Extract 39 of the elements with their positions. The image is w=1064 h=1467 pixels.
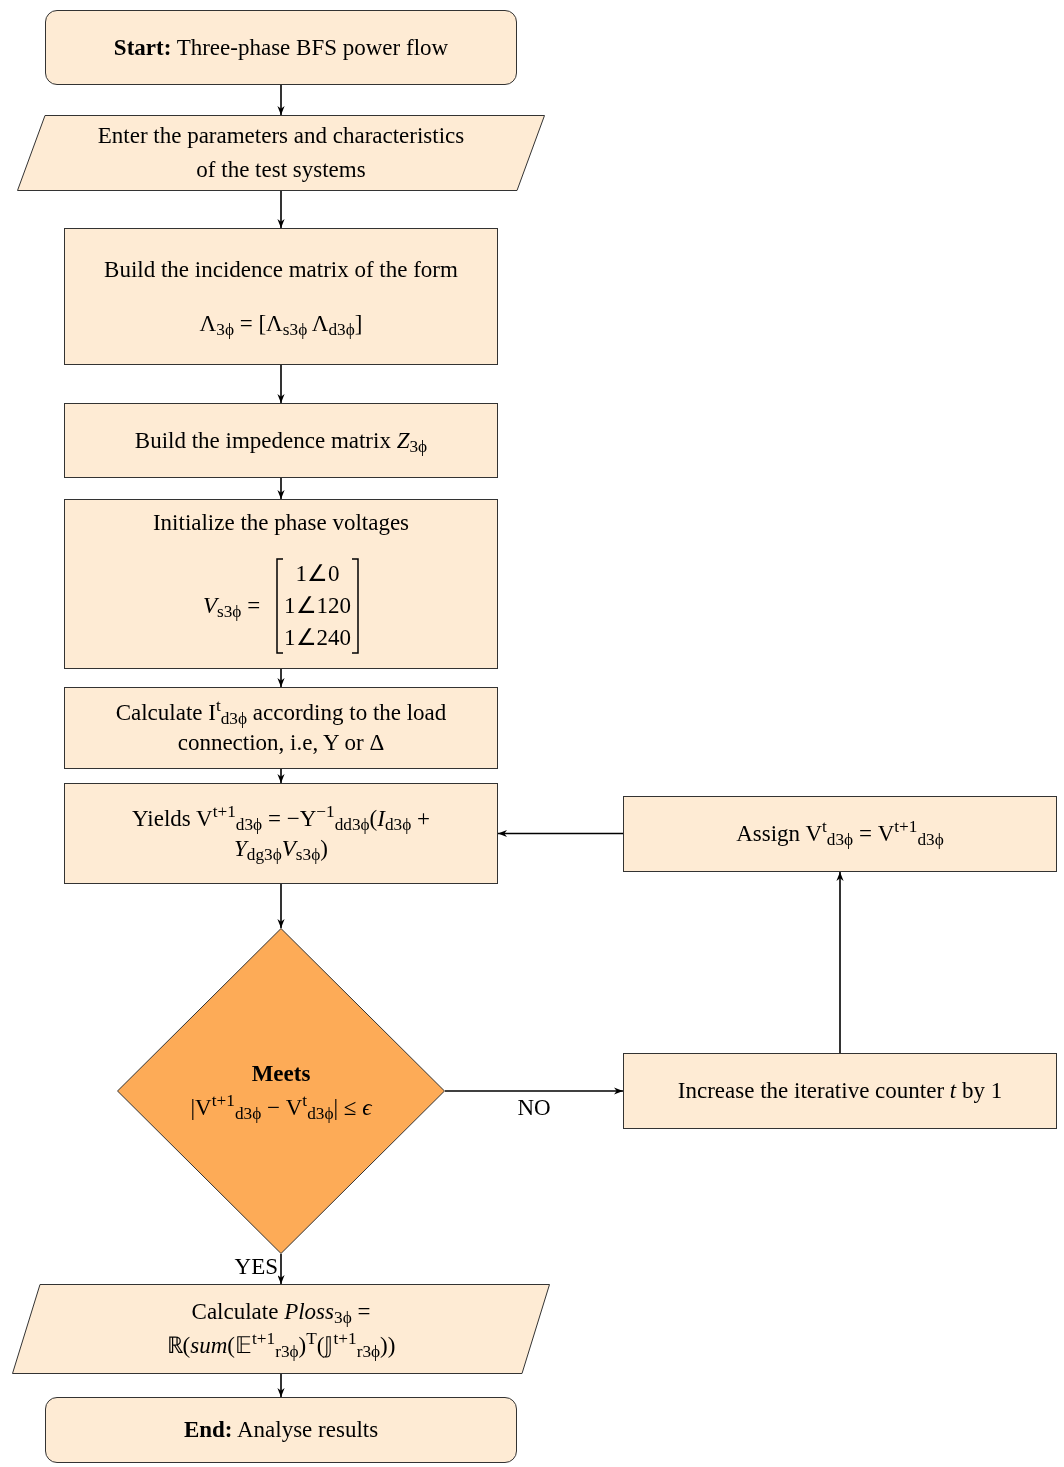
node-text: Enter the parameters and characteristics of the test systems: [97, 122, 465, 182]
end-terminal: [45, 1397, 517, 1463]
arrow: [277, 190, 285, 229]
process-box: [623, 796, 1057, 872]
node-text: Build the impedence matrix Z$_{3ϕ}$: [134, 426, 428, 456]
node-text: V$_{s3ϕ}$ =: [202, 591, 261, 621]
node-text: End: Analyse results: [183, 1416, 379, 1445]
node-text: Initialize the phase voltages: [152, 509, 410, 537]
arrow: [277, 477, 285, 500]
arrow: [497, 829, 624, 838]
matrix-entry: 1∠120: [284, 591, 352, 620]
arrow: [836, 871, 844, 1054]
arrow: [277, 1373, 285, 1398]
arrow: [277, 883, 285, 929]
input-parallelogram: [17, 115, 545, 191]
matrix-entry: 1∠0: [295, 559, 340, 588]
output-parallelogram: [12, 1284, 550, 1374]
process-box: [64, 499, 498, 669]
process-box: [64, 687, 498, 769]
arrow: [277, 668, 285, 688]
node-text: Meets: [251, 1060, 311, 1086]
arrow: [277, 768, 285, 784]
node-text: Build the incidence matrix of the form: [104, 255, 458, 284]
start-terminal: [45, 10, 517, 85]
decision-diamond: [117, 928, 445, 1254]
process-box: [64, 783, 498, 884]
arrow: [277, 84, 285, 116]
process-box: [64, 403, 498, 478]
node-text: Calculate I$^{t}$$_{d3ϕ}$ according to the load connection, i.e, Y or Δ: [114, 698, 448, 757]
arrow: [277, 364, 285, 404]
matrix-entry: 1∠240: [284, 623, 352, 652]
process-box: [64, 228, 498, 365]
arrow: [444, 1087, 624, 1095]
process-box: [623, 1053, 1057, 1129]
node-text: Start: Three-phase BFS power flow: [113, 33, 449, 62]
node-text: Λ$_{3ϕ}$ = [Λ$_{s3ϕ}$ Λ$_{d3ϕ}$]: [199, 309, 363, 339]
arrow: [277, 1253, 285, 1285]
node-text: Yields V$^{t+1}$$_{d3ϕ}$ = −Y$^{−1}$$_{dd3ϕ}$(I$_{d3ϕ}$ + Y$_{dg3ϕ}$V$_{s3ϕ}$): [130, 803, 431, 864]
node-text: Increase the iterative counter t by 1: [677, 1077, 1003, 1106]
